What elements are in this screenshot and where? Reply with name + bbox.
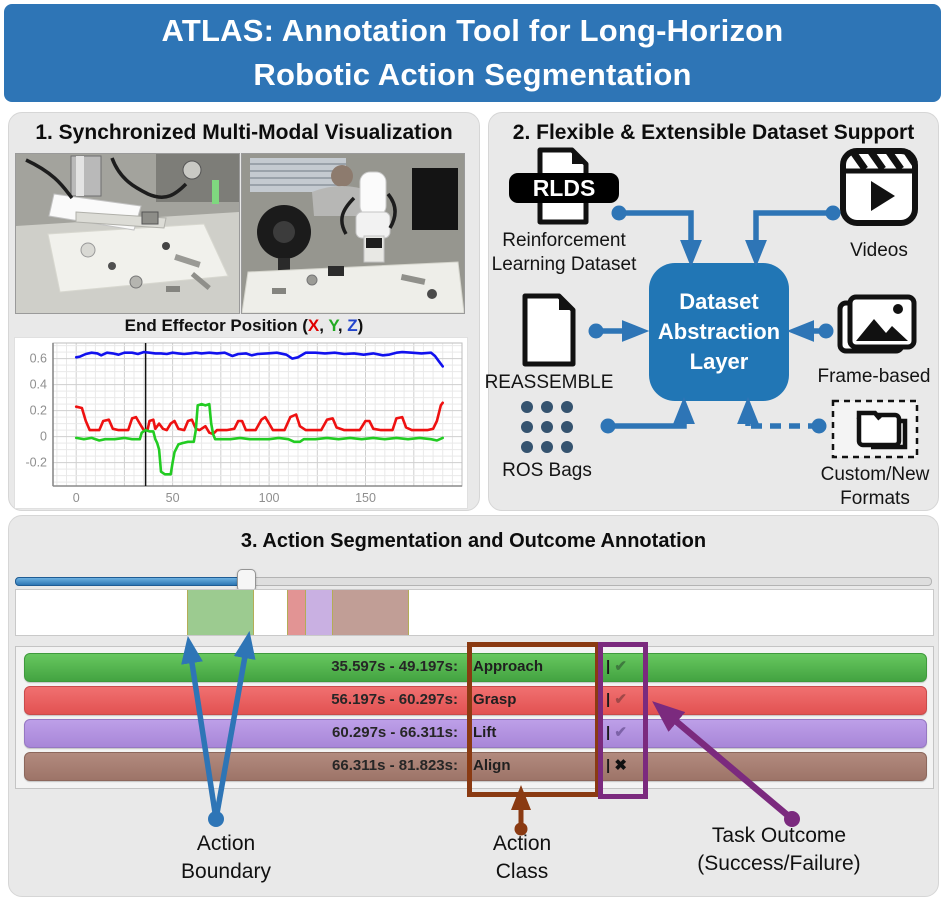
timeline-segment-lift[interactable] — [305, 590, 334, 635]
svg-text:100: 100 — [259, 491, 280, 505]
title-line-1: ATLAS: Annotation Tool for Long-Horizon — [161, 13, 784, 48]
task-outcome-label: Task Outcome (Success/Failure) — [664, 822, 894, 878]
chart-title-x: X — [307, 316, 320, 335]
custom-formats-line2: Formats — [840, 488, 910, 509]
svg-text:0: 0 — [73, 491, 80, 505]
center-box-line2: Abstraction — [657, 319, 781, 344]
custom-formats-label: Custom/New Formats — [811, 463, 939, 511]
chart-title-y: Y — [328, 316, 338, 335]
chart-title-z: Z — [347, 316, 358, 335]
action-boundary-label: Action Boundary — [141, 830, 311, 886]
rlds-badge-text: RLDS — [533, 175, 596, 201]
slider-fill — [15, 577, 246, 586]
panel3-heading: 3. Action Segmentation and Outcome Annot… — [240, 530, 707, 552]
ros-bags-icon — [521, 401, 573, 453]
chart-title-prefix: End Effector Position ( — [124, 316, 308, 335]
frame-based-icon — [837, 294, 917, 354]
action-boundary-line1: Action — [196, 832, 256, 855]
chart-title: End Effector Position (X, Y, Z) — [9, 316, 479, 336]
rlds-file-icon: RLDS — [509, 147, 619, 225]
panel-multimodal-visualization: 1. Synchronized Multi-Modal Visualizatio… — [8, 112, 480, 511]
chart-title-sep2: , — [337, 316, 348, 335]
svg-text:0.6: 0.6 — [30, 352, 47, 366]
custom-formats-line1: Custom/New — [820, 464, 930, 485]
center-box-line1: Dataset — [679, 289, 759, 314]
segment-outcome-toggle[interactable]: | ✔ — [606, 724, 627, 741]
action-class-line2: Class — [495, 860, 549, 883]
segment-action-class: Align — [473, 757, 511, 774]
segment-outcome-toggle[interactable]: | ✔ — [606, 691, 627, 708]
ros-bags-label: ROS Bags — [502, 460, 592, 481]
svg-text:-0.2: -0.2 — [25, 456, 47, 470]
dataset-abstraction-layer-box: Dataset Abstraction Layer — [649, 263, 789, 401]
segment-time-range: 60.297s - 66.311s: — [332, 724, 458, 741]
panel-dataset-support: 2. Flexible & Extensible Dataset Support… — [485, 112, 939, 511]
panel2-heading: 2. Flexible & Extensible Dataset Support — [512, 121, 915, 144]
segment-action-class: Approach — [473, 658, 544, 675]
segment-outcome-toggle[interactable]: | ✖ — [606, 757, 627, 774]
action-boundary-line2: Boundary — [181, 860, 271, 883]
segment-time-range: 35.597s - 49.197s: — [331, 658, 458, 675]
camera-view-wrist — [15, 153, 240, 314]
chart-title-suffix: ) — [357, 316, 364, 335]
panel1-heading: 1. Synchronized Multi-Modal Visualizatio… — [35, 121, 453, 144]
end-effector-position-chart: 0 50 100 150 -0.2 0 0.2 0.4 0.6 — [14, 337, 468, 509]
svg-text:0.2: 0.2 — [30, 404, 47, 418]
segment-time-range: 56.197s - 60.297s: — [331, 691, 458, 708]
center-box-line3: Layer — [689, 349, 749, 374]
task-outcome-line2: (Success/Failure) — [697, 852, 861, 875]
task-outcome-line1: Task Outcome — [711, 824, 847, 847]
segment-outcome-toggle[interactable]: | ✔ — [606, 658, 627, 675]
task-outcome-highlight-box — [598, 642, 648, 799]
segment-action-class: Grasp — [473, 691, 517, 708]
chart-title-sep1: , — [319, 316, 329, 335]
action-class-line1: Action — [492, 832, 552, 855]
segment-timeline[interactable] — [15, 589, 934, 636]
timeline-slider[interactable] — [15, 569, 932, 592]
action-class-label: Action Class — [437, 830, 607, 886]
segment-time-range: 66.311s - 81.823s: — [332, 757, 458, 774]
svg-text:50: 50 — [166, 491, 180, 505]
videos-label: Videos — [850, 240, 908, 261]
svg-text:150: 150 — [355, 491, 376, 505]
timeline-segment-align[interactable] — [332, 590, 409, 635]
action-class-highlight-box — [467, 642, 600, 797]
reassemble-file-icon — [522, 293, 576, 367]
timeline-segment-grasp[interactable] — [287, 590, 307, 635]
frame-based-label: Frame-based — [817, 366, 931, 387]
timeline-segment-approach[interactable] — [187, 590, 254, 635]
custom-formats-icon — [831, 399, 919, 459]
svg-text:0.4: 0.4 — [30, 378, 47, 392]
rlds-label: Reinforcement Learning Dataset — [474, 229, 654, 277]
segment-action-class: Lift — [473, 724, 497, 741]
camera-view-scene — [241, 153, 465, 314]
title-line-2: Robotic Action Segmentation — [253, 57, 692, 92]
rlds-label-line1: Reinforcement — [502, 230, 626, 251]
svg-text:0: 0 — [40, 430, 47, 444]
action-segment-row[interactable]: 35.597s - 49.197s: Approach | ✔ — [24, 653, 927, 682]
rlds-label-line2: Learning Dataset — [491, 254, 637, 275]
videos-icon — [840, 148, 918, 226]
reassemble-label: REASSEMBLE — [484, 372, 614, 393]
title-banner: ATLAS: Annotation Tool for Long-Horizon … — [4, 4, 941, 102]
panel-action-segmentation: 3. Action Segmentation and Outcome Annot… — [8, 515, 939, 897]
